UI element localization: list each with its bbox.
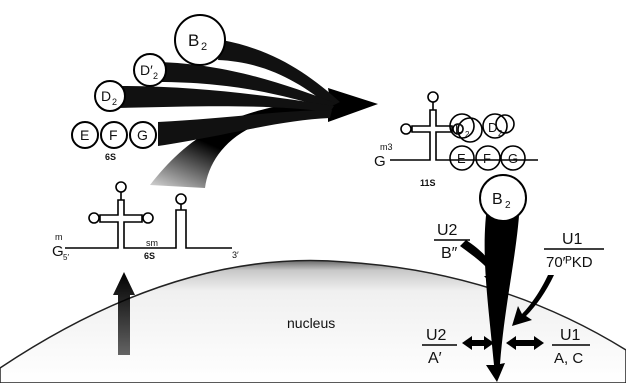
right-snrna (390, 91, 538, 161)
cap-right-g: G (374, 153, 386, 170)
u1-70kd-arrow (512, 275, 554, 326)
sm-label: sm (146, 238, 158, 248)
complex-f-label: F (483, 151, 491, 166)
six-s-rna-label: 6S (144, 251, 155, 261)
u2-a-label: U2 A′ (422, 327, 457, 367)
ac-text: A, C (554, 350, 583, 367)
b2-stream (218, 40, 340, 107)
a-prime-text: A′ (428, 350, 442, 367)
efg-stream (158, 110, 332, 146)
cap-right-m3: m3 (380, 142, 393, 152)
b2-sub: 2 (201, 41, 207, 53)
efg-proteins: E F G (71, 121, 157, 149)
export-arrow (113, 272, 135, 355)
b-double-prime-text: B″ (441, 245, 458, 262)
cap-left-g: G (52, 243, 64, 260)
u2-b-label: U2 B″ (434, 222, 470, 262)
d2-protein: D 2 (94, 80, 126, 112)
u2-bottom-text: U2 (426, 327, 447, 344)
d2-sub: 2 (112, 97, 117, 107)
complex-g-label: G (508, 151, 518, 166)
left-double-arrow (462, 336, 494, 350)
complex-d2-a-sub: 2 (465, 130, 470, 139)
b2-protein: B 2 (174, 14, 226, 66)
eleven-s-label: 11S (420, 178, 436, 188)
e-protein-label: E (80, 127, 89, 143)
kd70-text: 70′ᴾKD (546, 254, 593, 271)
d2-prime-sub: 2 (153, 71, 158, 81)
b2-11s-protein: B 2 (479, 174, 527, 222)
complex-d2-a-label: D (455, 121, 464, 136)
nucleus-label: nucleus (287, 315, 335, 331)
d2-label: D (101, 88, 111, 104)
u1-ac-label: U1 A, C (552, 327, 590, 367)
nucleus-membrane (0, 259, 626, 383)
d2-prime-label: D′ (140, 62, 153, 78)
u1-70kd-label: U1 70′ᴾKD (544, 231, 604, 271)
b2-label: B (188, 31, 199, 50)
six-s-top-label: 6S (105, 152, 116, 162)
complex-d2-b-sub: 2 (498, 129, 503, 138)
cap-left-5prime: 5′ (63, 253, 69, 262)
complex-11s-proteins (449, 113, 526, 171)
b2-import-arrow (484, 200, 520, 382)
three-prime-label: 3′ (232, 250, 239, 260)
cap-left-m: m (55, 232, 63, 242)
f-protein-label: F (109, 127, 118, 143)
d2prime-stream (158, 62, 335, 109)
u2-top-text: U2 (437, 222, 458, 239)
d2-stream (118, 86, 334, 112)
b2-11s-label: B (492, 191, 503, 208)
assembly-arrow (150, 88, 378, 188)
complex-d2-b-label: D (488, 120, 497, 135)
b2-11s-sub: 2 (505, 200, 511, 211)
d2-prime-protein: D′ 2 (133, 53, 167, 87)
u1-bottom-text: U1 (560, 327, 581, 344)
complex-e-label: E (457, 151, 466, 166)
left-snrna (65, 181, 232, 249)
u2-b-arrow (460, 240, 502, 290)
g-protein-label: G (137, 127, 148, 143)
u1-top-text: U1 (562, 231, 583, 248)
right-double-arrow (506, 336, 544, 350)
